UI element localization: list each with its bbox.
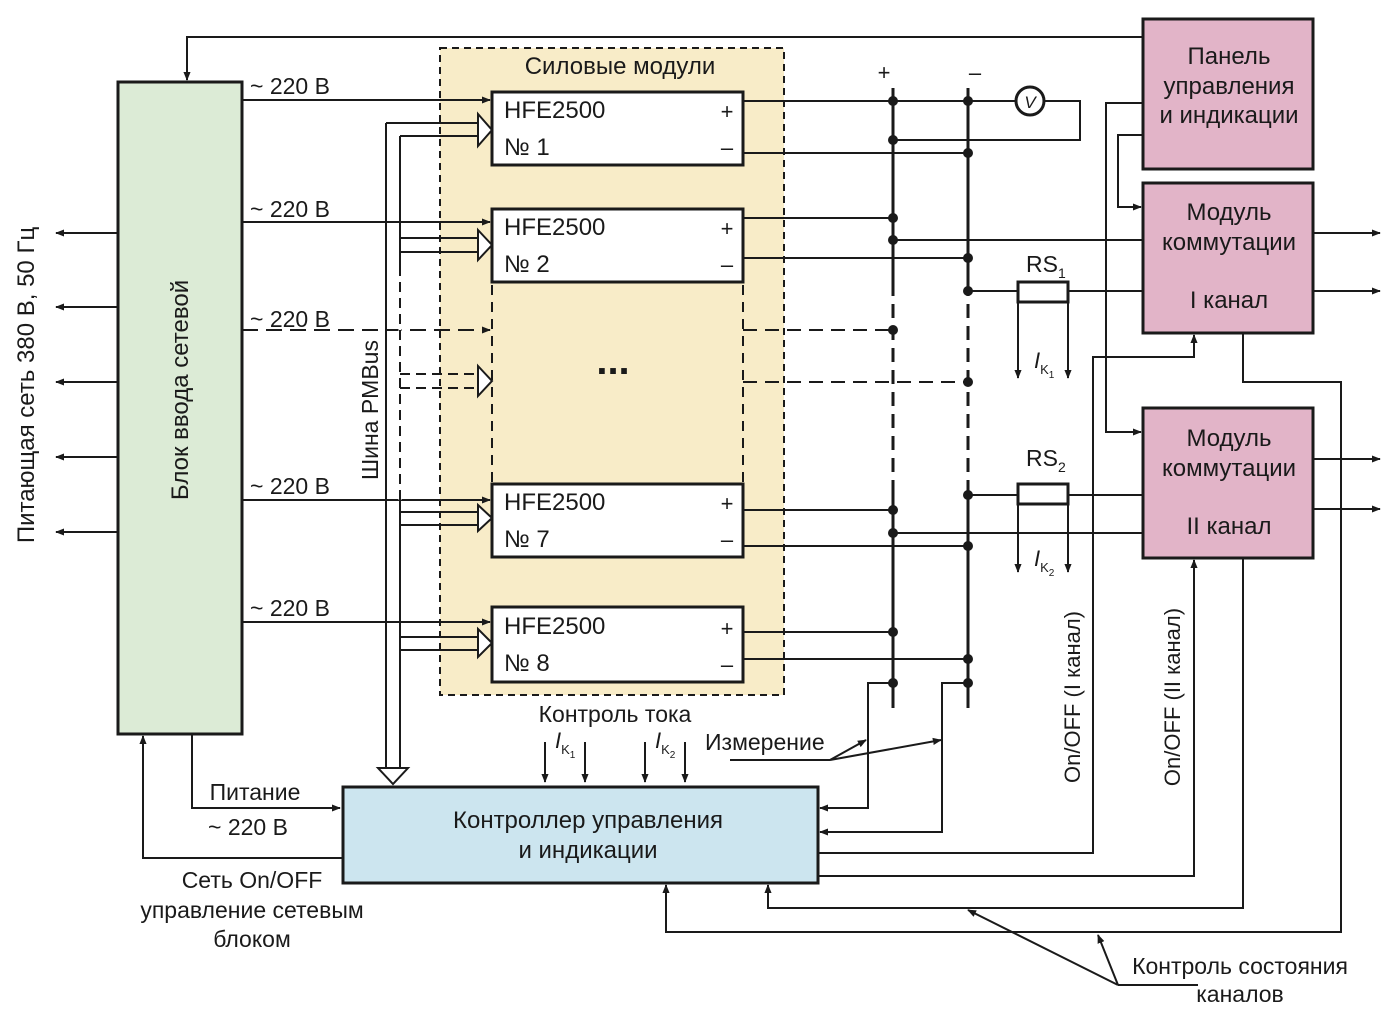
net-onoff-line bbox=[139, 735, 343, 859]
module-8: HFE2500 № 8 + – bbox=[490, 605, 745, 684]
svg-text:и индикации: и индикации bbox=[518, 837, 657, 864]
svg-text:I канал: I канал bbox=[1190, 287, 1268, 314]
ellipsis: ... bbox=[596, 339, 629, 383]
onoff-channel-2: On/OFF (II канал) bbox=[1160, 608, 1185, 786]
module-2: HFE2500 № 2 + – bbox=[490, 207, 745, 284]
module-7-number: № 7 bbox=[504, 526, 550, 553]
pmbus-label: Шина PMBus bbox=[357, 340, 383, 480]
net-onoff-line3: блоком bbox=[213, 926, 291, 952]
module-8-minus: – bbox=[721, 652, 734, 677]
module-8-plus: + bbox=[721, 616, 734, 641]
channel-state-line1: Контроль состояния bbox=[1132, 953, 1348, 979]
onoff-lines bbox=[818, 334, 1198, 877]
output-bus bbox=[891, 88, 970, 708]
module-2-plus: + bbox=[721, 216, 734, 241]
network-input-block-label: Блок ввода сетевой bbox=[167, 280, 194, 500]
svg-text:Панель: Панель bbox=[1188, 43, 1271, 70]
module-7-model: HFE2500 bbox=[504, 489, 605, 516]
net-onoff-line2: управление сетевым bbox=[140, 897, 363, 923]
power-line bbox=[191, 734, 341, 812]
ik1-label: IK1 bbox=[1034, 348, 1055, 381]
measurement-label: Измерение bbox=[705, 729, 825, 755]
svg-text:коммутации: коммутации bbox=[1162, 455, 1296, 482]
power-voltage: ~ 220 В bbox=[208, 814, 288, 840]
module-8-number: № 8 bbox=[504, 650, 550, 677]
controller-block: Контроллер управления и индикации bbox=[341, 785, 820, 885]
mains-label: Питающая сеть 380 В, 50 Гц bbox=[13, 227, 40, 544]
module-1-model: HFE2500 bbox=[504, 97, 605, 124]
module-1-plus: + bbox=[721, 99, 734, 124]
current-control-label: Контроль тока bbox=[539, 701, 692, 727]
voltage-label-5: ~ 220 В bbox=[250, 595, 330, 621]
pmbus-dashed bbox=[398, 266, 494, 500]
svg-text:II канал: II канал bbox=[1187, 513, 1272, 540]
module-2-model: HFE2500 bbox=[504, 214, 605, 241]
svg-text:Модуль: Модуль bbox=[1186, 199, 1271, 226]
ik1-control-label: IK1 bbox=[555, 728, 576, 761]
junction-dots bbox=[888, 96, 973, 688]
net-onoff-line1: Сеть On/OFF bbox=[182, 867, 323, 893]
module-1-number: № 1 bbox=[504, 134, 550, 161]
svg-text:и индикации: и индикации bbox=[1159, 102, 1298, 129]
panel-links bbox=[1105, 102, 1143, 436]
voltage-label-1: ~ 220 В bbox=[250, 73, 330, 99]
measurement-lines bbox=[730, 682, 968, 836]
voltmeter bbox=[893, 85, 1081, 141]
channel-state-lines bbox=[662, 333, 1342, 986]
svg-text:управления: управления bbox=[1164, 73, 1295, 100]
svg-text:Модуль: Модуль bbox=[1186, 425, 1271, 452]
mains-arrows bbox=[55, 229, 118, 536]
rs1-label: RS1 bbox=[1026, 251, 1066, 281]
bus-plus: + bbox=[878, 60, 891, 85]
rs2-label: RS2 bbox=[1026, 445, 1066, 475]
voltage-label-4: ~ 220 В bbox=[250, 473, 330, 499]
voltage-label-3: ~ 220 В bbox=[250, 306, 330, 332]
network-input-block bbox=[116, 80, 244, 736]
svg-text:Контроллер управления: Контроллер управления bbox=[453, 807, 723, 834]
module-output-lines bbox=[743, 100, 968, 660]
module-7: HFE2500 № 7 + – bbox=[490, 482, 745, 559]
ac-feed-lines bbox=[242, 96, 491, 626]
channel-state-line2: каналов bbox=[1196, 981, 1284, 1007]
module-7-plus: + bbox=[721, 491, 734, 516]
module-1: HFE2500 № 1 + – bbox=[490, 90, 745, 167]
bus-minus: – bbox=[969, 60, 982, 85]
shunt-rs2 bbox=[1016, 482, 1070, 506]
panel-to-input-line bbox=[183, 36, 1143, 81]
shunt-rs1 bbox=[1016, 280, 1070, 304]
ik2-control-label: IK2 bbox=[655, 728, 676, 761]
voltmeter-symbol: V bbox=[1024, 93, 1037, 112]
control-panel: Панель управления и индикации bbox=[1141, 17, 1315, 171]
power-label: Питание bbox=[210, 779, 301, 805]
ik2-label: IK2 bbox=[1034, 546, 1055, 579]
onoff-channel-1: On/OFF (I канал) bbox=[1060, 611, 1085, 783]
power-modules-title: Силовые модули bbox=[525, 53, 716, 80]
channel-1-lines bbox=[893, 239, 1143, 379]
module-2-number: № 2 bbox=[504, 251, 550, 278]
module-1-minus: – bbox=[721, 135, 734, 160]
module-8-model: HFE2500 bbox=[504, 613, 605, 640]
switch-module-2: Модуль коммутации II канал bbox=[1141, 406, 1315, 560]
output-arrows bbox=[1313, 229, 1381, 513]
current-control-arrows bbox=[541, 742, 689, 783]
voltage-label-2: ~ 220 В bbox=[250, 196, 330, 222]
module-7-minus: – bbox=[721, 527, 734, 552]
channel-2-lines bbox=[893, 494, 1143, 573]
svg-text:коммутации: коммутации bbox=[1162, 229, 1296, 256]
switch-module-1: Модуль коммутации I канал bbox=[1141, 181, 1315, 335]
module-2-minus: – bbox=[721, 252, 734, 277]
